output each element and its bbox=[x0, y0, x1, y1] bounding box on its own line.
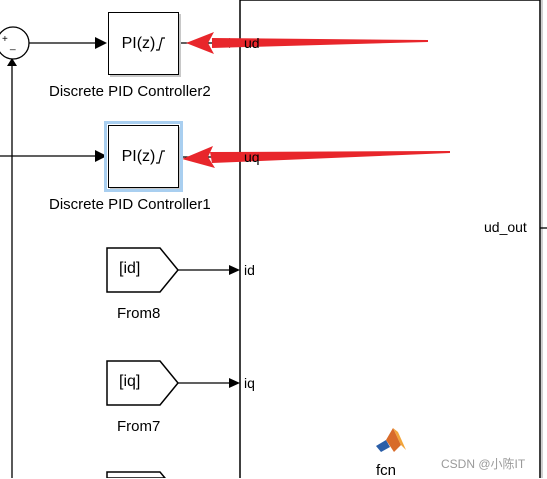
pid-controller-1[interactable]: PI(z) bbox=[104, 121, 183, 192]
fcn-block[interactable] bbox=[239, 0, 541, 478]
fcn-port-ud: ud bbox=[244, 35, 260, 51]
red-arrow-uq bbox=[182, 146, 450, 168]
from7-name: From7 bbox=[117, 418, 161, 435]
fcn-name: fcn bbox=[376, 462, 397, 479]
pid1-name: Discrete PID Controller1 bbox=[49, 196, 211, 213]
saturation-icon bbox=[156, 149, 166, 164]
pid2-name: Discrete PID Controller2 bbox=[49, 83, 211, 100]
from-block-partial[interactable] bbox=[106, 471, 166, 478]
fcn-port-iq: iq bbox=[244, 375, 255, 391]
red-arrow-ud bbox=[186, 32, 428, 54]
pid-controller-2[interactable]: PI(z) bbox=[108, 12, 179, 75]
from7-block[interactable] bbox=[106, 360, 179, 406]
from8-name: From8 bbox=[117, 305, 161, 322]
pid1-content: PI(z) bbox=[121, 147, 156, 165]
sum-minus-sign: _ bbox=[10, 40, 16, 51]
arrowhead-iq bbox=[229, 378, 240, 388]
sum-plus-sign: + bbox=[2, 34, 8, 45]
arrowhead-pid1-in bbox=[95, 150, 107, 162]
fcn-port-uq: uq bbox=[244, 149, 260, 165]
feedback-arrowhead bbox=[7, 58, 17, 66]
watermark: CSDN @小陈IT bbox=[441, 457, 526, 471]
from7-tag: [iq] bbox=[119, 373, 141, 390]
arrowhead-pid2-in bbox=[95, 37, 107, 49]
from8-block[interactable] bbox=[106, 247, 179, 293]
arrowhead-id bbox=[229, 265, 240, 275]
matlab-logo-icon bbox=[376, 428, 406, 452]
saturation-icon bbox=[156, 36, 166, 51]
fcn-port-id: id bbox=[244, 262, 255, 278]
pid2-content: PI(z) bbox=[121, 34, 156, 52]
fcn-port-ud-out: ud_out bbox=[484, 219, 527, 235]
from8-tag: [id] bbox=[119, 260, 141, 277]
